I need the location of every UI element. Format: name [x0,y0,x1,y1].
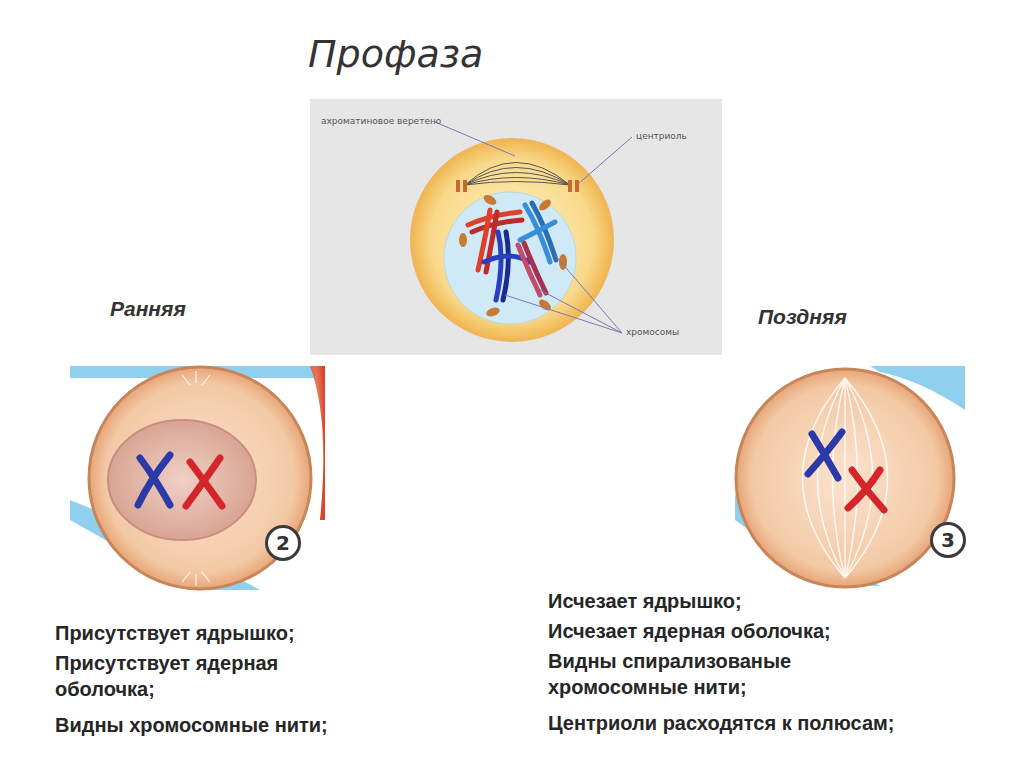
feature-item: Исчезает ядрышко; [548,588,1008,614]
feature-item: Видны хромосомные нити; [55,712,435,738]
callout-number: 3 [930,522,966,558]
callout-text: 2 [276,531,290,555]
callout-number: 2 [265,525,301,561]
centriole [456,180,579,192]
title: Профаза [308,32,483,76]
central-figure [310,99,722,355]
feature-item: Исчезает ядерная оболочка; [548,618,1008,644]
part-label: центриоль [636,131,687,141]
feature-item: Центриоли расходятся к полюсам; [548,710,1008,736]
feature-item: Присутствует ядерная оболочка; [55,650,375,702]
feature-item: Присутствует ядрышко; [55,620,375,646]
part-label: ахроматиновое веретено [321,116,441,126]
stage-label: Ранняя [110,297,186,321]
early-prophase-cell [70,366,325,590]
part-label: хромосомы [626,327,679,337]
late-prophase-cell [735,366,965,587]
callout-text: 3 [941,528,955,552]
stage-label: Поздняя [758,305,847,329]
feature-item: Видны спирализованые хромосомные нити; [548,648,878,700]
